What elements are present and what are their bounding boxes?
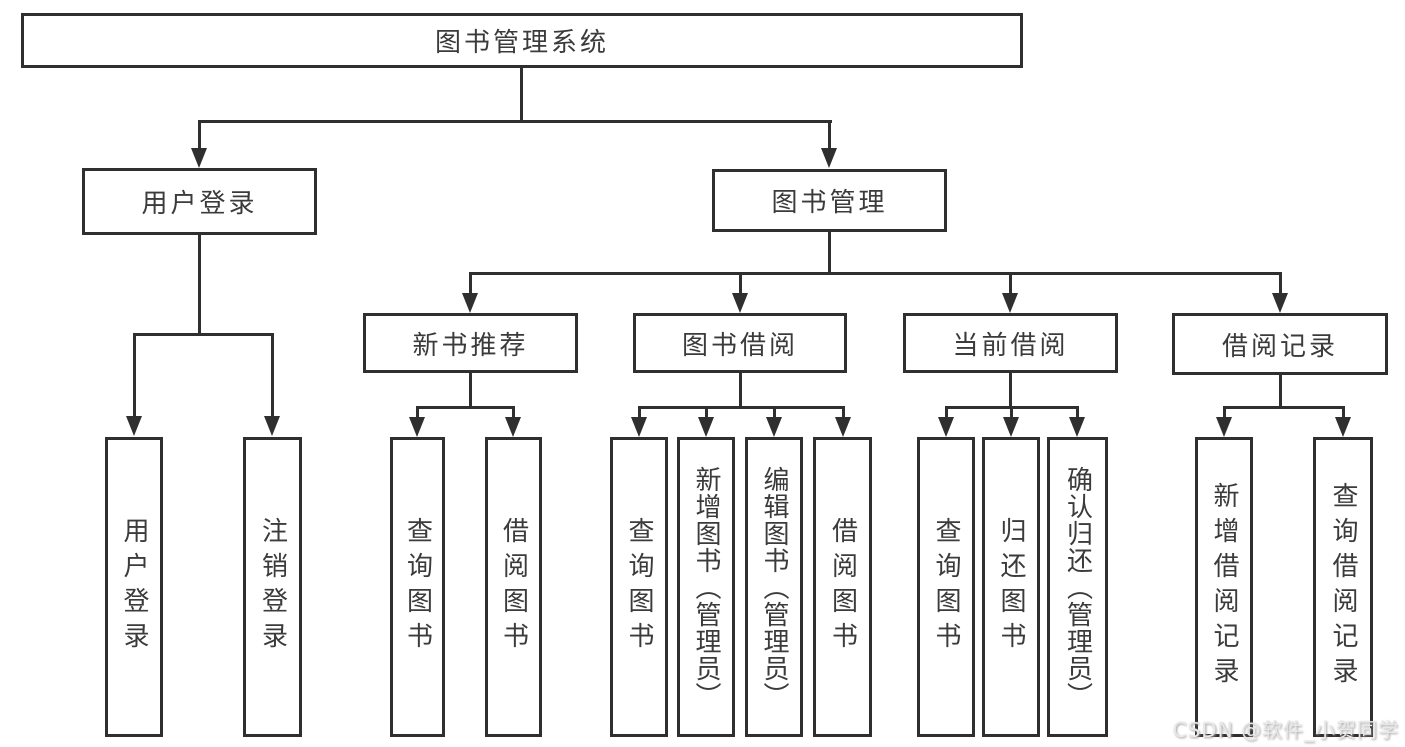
connector-line <box>1223 406 1226 419</box>
arrow-down-icon <box>1002 293 1018 313</box>
leaf-label: 借阅图书 <box>498 517 529 657</box>
leaf-query-books-recommend: 查询图书 <box>390 437 445 737</box>
arrow-down-icon <box>1069 417 1085 437</box>
leaf-add-borrow-record: 新增借阅记录 <box>1195 437 1253 737</box>
connector-line <box>198 120 832 123</box>
leaf-label: 编辑图书（管理员） <box>759 465 789 709</box>
leaf-edit-books-admin: 编辑图书（管理员） <box>745 437 803 737</box>
arrow-down-icon <box>1272 293 1288 313</box>
connector-line <box>945 406 948 419</box>
csdn-watermark: CSDN @软件_小贺同学 <box>1172 718 1399 742</box>
connector-line <box>1010 406 1013 419</box>
arrow-down-icon <box>938 417 954 437</box>
connector-line <box>638 406 641 419</box>
leaf-logout: 注销登录 <box>243 437 302 737</box>
arrow-down-icon <box>835 417 851 437</box>
connector-line <box>469 373 472 409</box>
leaf-label: 借阅图书 <box>827 517 858 657</box>
connector-line <box>1342 406 1345 419</box>
connector-line <box>842 406 845 419</box>
connector-line <box>1009 272 1012 295</box>
connector-line <box>1223 406 1345 409</box>
connector-line <box>133 333 136 417</box>
connector-line <box>739 373 742 409</box>
connector-line <box>1009 373 1012 409</box>
node-book-borrow: 图书借阅 <box>633 313 847 373</box>
arrow-down-icon <box>732 293 748 313</box>
node-label: 图书借阅 <box>681 330 798 361</box>
leaf-label: 归还图书 <box>996 517 1026 657</box>
arrow-down-icon <box>766 417 782 437</box>
connector-line <box>638 406 845 409</box>
arrow-down-icon <box>1003 417 1019 437</box>
connector-line <box>469 272 1282 275</box>
connector-line <box>271 333 274 417</box>
leaf-label: 查询图书 <box>931 517 961 657</box>
node-borrow-records: 借阅记录 <box>1172 313 1388 375</box>
leaf-borrow-books: 借阅图书 <box>813 437 872 737</box>
connector-line <box>1279 272 1282 295</box>
connector-line <box>828 232 831 275</box>
connector-line <box>198 120 201 150</box>
node-label: 借阅记录 <box>1221 331 1338 362</box>
leaf-query-borrow-record: 查询借阅记录 <box>1313 437 1373 737</box>
leaf-confirm-return-admin: 确认归还（管理员） <box>1047 437 1108 737</box>
leaf-borrow-books-recommend: 借阅图书 <box>485 437 542 737</box>
leaf-return-books: 归还图书 <box>982 437 1040 737</box>
connector-line <box>705 406 708 419</box>
connector-line <box>416 406 419 419</box>
leaf-label: 新增图书（管理员） <box>691 465 721 709</box>
arrow-down-icon <box>126 416 142 436</box>
node-label: 图书管理 <box>771 188 888 218</box>
connector-line <box>133 333 274 336</box>
node-label: 图书管理系统 <box>434 28 609 58</box>
connector-line <box>1279 375 1282 409</box>
arrow-down-icon <box>264 416 280 436</box>
node-label: 新书推荐 <box>412 330 529 361</box>
node-label: 用户登录 <box>141 189 258 219</box>
node-user-login: 用户登录 <box>82 168 317 235</box>
leaf-label: 注销登录 <box>257 517 288 657</box>
leaf-query-books-borrow: 查询图书 <box>610 437 668 737</box>
leaf-label: 新增借阅记录 <box>1209 482 1239 692</box>
leaf-label: 用户登录 <box>119 517 149 657</box>
leaf-add-books-admin: 新增图书（管理员） <box>677 437 735 737</box>
connector-line <box>198 235 201 335</box>
arrow-down-icon <box>821 148 837 168</box>
arrow-down-icon <box>462 293 478 313</box>
connector-line <box>469 272 472 295</box>
connector-line <box>828 120 831 150</box>
leaf-user-login: 用户登录 <box>105 437 163 737</box>
leaf-label: 查询借阅记录 <box>1328 482 1358 692</box>
connector-line <box>739 272 742 295</box>
node-root-system: 图书管理系统 <box>21 13 1023 68</box>
connector-line <box>520 68 523 121</box>
connector-line <box>1076 406 1079 419</box>
arrow-down-icon <box>1335 417 1351 437</box>
arrow-down-icon <box>191 148 207 168</box>
arrow-down-icon <box>1216 417 1232 437</box>
node-current-borrow: 当前借阅 <box>903 313 1118 373</box>
node-new-book-recommend: 新书推荐 <box>363 313 578 373</box>
arrow-down-icon <box>631 417 647 437</box>
leaf-label: 确认归还（管理员） <box>1062 465 1093 709</box>
leaf-query-books-current: 查询图书 <box>917 437 975 737</box>
arrow-down-icon <box>505 417 521 437</box>
leaf-label: 查询图书 <box>402 517 433 657</box>
connector-line <box>773 406 776 419</box>
node-book-management: 图书管理 <box>712 169 947 232</box>
node-label: 当前借阅 <box>952 330 1069 361</box>
arrow-down-icon <box>409 417 425 437</box>
connector-line <box>416 406 515 409</box>
connector-line <box>512 406 515 419</box>
leaf-label: 查询图书 <box>624 517 654 657</box>
arrow-down-icon <box>698 417 714 437</box>
